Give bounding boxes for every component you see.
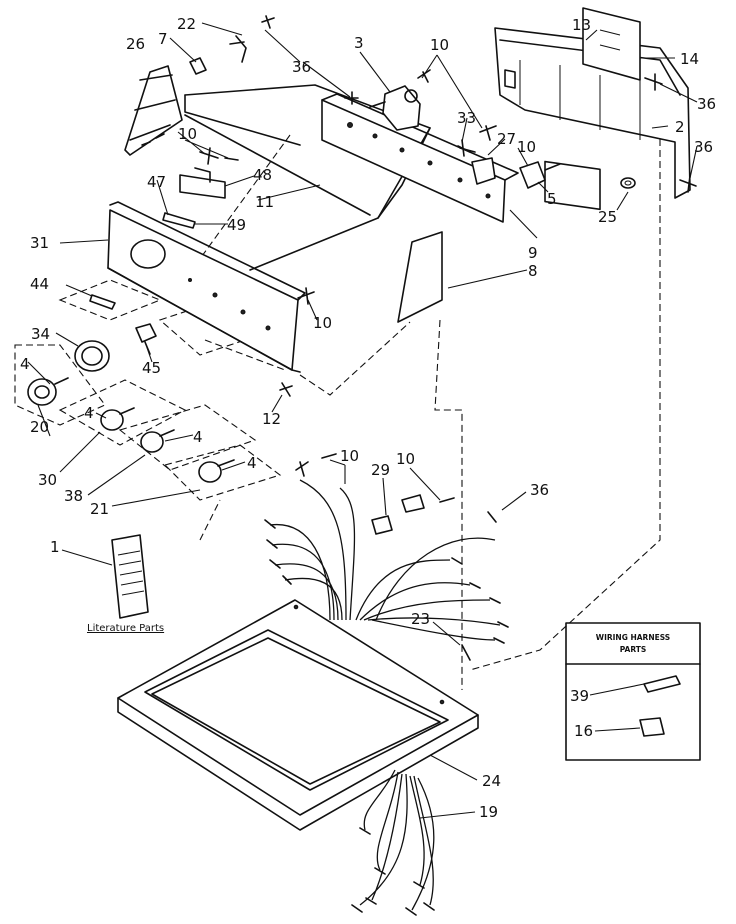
callout-10: 10 — [396, 450, 415, 468]
callout-27: 27 — [497, 130, 516, 148]
hinge-22 — [229, 15, 275, 63]
assembly-line — [434, 319, 463, 690]
callout-22: 22 — [177, 15, 196, 33]
assembly-line — [204, 339, 286, 371]
callout-36: 36 — [292, 58, 311, 76]
callout-10: 10 — [178, 125, 197, 143]
callout-3: 3 — [354, 34, 364, 52]
bracket-48 — [179, 167, 226, 199]
callout-39: 39 — [570, 687, 589, 705]
callout-16: 16 — [574, 722, 593, 740]
assembly-line — [299, 321, 411, 396]
wiring-harness-lower — [351, 769, 435, 916]
knob-group-outline — [14, 344, 106, 426]
knob-group-outline — [118, 404, 257, 471]
callout-4: 4 — [20, 355, 30, 373]
knob-21 — [198, 459, 235, 483]
rear-panel — [494, 27, 691, 211]
callout-19: 19 — [479, 803, 498, 821]
callout-24: 24 — [482, 772, 501, 790]
bezel-34 — [74, 340, 110, 372]
callout-31: 31 — [30, 234, 49, 252]
screw-33 — [457, 139, 471, 157]
screw-10-panel — [297, 287, 315, 305]
callout-48: 48 — [253, 166, 272, 184]
knob-38 — [140, 429, 175, 453]
indicator-44 — [89, 294, 116, 310]
literature-parts-label: Literature Parts — [87, 623, 164, 634]
literature-booklet — [111, 534, 149, 619]
callout-10: 10 — [313, 314, 332, 332]
callout-10: 10 — [430, 36, 449, 54]
lamp-49 — [162, 212, 196, 229]
wiring-harness-parts-box — [565, 622, 701, 761]
callout-47: 47 — [147, 173, 166, 191]
assembly-outline — [58, 279, 162, 321]
wiring-harness-upper — [264, 453, 509, 661]
switch-45 — [135, 323, 157, 355]
callout-29: 29 — [371, 461, 390, 479]
clip-7 — [189, 57, 207, 75]
callout-2: 2 — [675, 118, 685, 136]
callout-38: 38 — [64, 487, 83, 505]
wiring-box-title: WIRING HARNESS — [596, 633, 670, 642]
callout-7: 7 — [158, 30, 168, 48]
knob-20 — [27, 377, 69, 406]
callout-23: 23 — [411, 610, 430, 628]
callout-4: 4 — [84, 404, 94, 422]
end-cap-26 — [124, 65, 183, 156]
wiring-box-subtitle: PARTS — [620, 645, 647, 654]
leader-lines — [27, 22, 698, 819]
strip-11 — [184, 114, 371, 216]
callout-36: 36 — [697, 95, 716, 113]
callout-8: 8 — [528, 262, 538, 280]
callout-5: 5 — [547, 190, 557, 208]
callout-12: 12 — [262, 410, 281, 428]
knob-group-outline — [58, 379, 187, 446]
side-trim-8 — [397, 231, 443, 323]
callout-10: 10 — [340, 447, 359, 465]
assembly-line — [199, 499, 221, 541]
callout-34: 34 — [31, 325, 50, 343]
console-panel-31 — [107, 201, 306, 373]
top-cabinet-24 — [117, 599, 479, 831]
console-rail-9 — [321, 93, 519, 223]
callout-30: 30 — [38, 471, 57, 489]
knob-group-outline — [163, 444, 282, 501]
callout-11: 11 — [255, 193, 274, 211]
callout-26: 26 — [126, 35, 145, 53]
callout-1: 1 — [50, 538, 60, 556]
screw-36-right — [644, 73, 697, 193]
callout-21: 21 — [90, 500, 109, 518]
callout-10: 10 — [517, 138, 536, 156]
callout-9: 9 — [528, 244, 538, 262]
callout-14: 14 — [680, 50, 699, 68]
knob-30 — [100, 407, 135, 431]
grommet-25 — [620, 177, 636, 189]
callout-4: 4 — [193, 428, 203, 446]
callout-4: 4 — [247, 454, 257, 472]
callout-36: 36 — [694, 138, 713, 156]
callout-49: 49 — [227, 216, 246, 234]
callout-44: 44 — [30, 275, 49, 293]
screws-10-mid — [199, 147, 239, 165]
callout-labels: 22 7 26 36 3 10 13 14 36 2 36 33 27 10 5… — [20, 15, 716, 821]
timer-3 — [369, 85, 421, 131]
bracket-13-14 — [582, 7, 641, 81]
switch-5 — [519, 161, 561, 189]
callout-36: 36 — [530, 481, 549, 499]
assembly-line — [469, 95, 661, 671]
screw-12 — [279, 382, 293, 397]
callout-45: 45 — [142, 359, 161, 377]
screw-10-upper — [344, 69, 497, 141]
callout-20: 20 — [30, 418, 49, 436]
callout-25: 25 — [598, 208, 617, 226]
callout-13: 13 — [572, 16, 591, 34]
callout-33: 33 — [457, 109, 476, 127]
